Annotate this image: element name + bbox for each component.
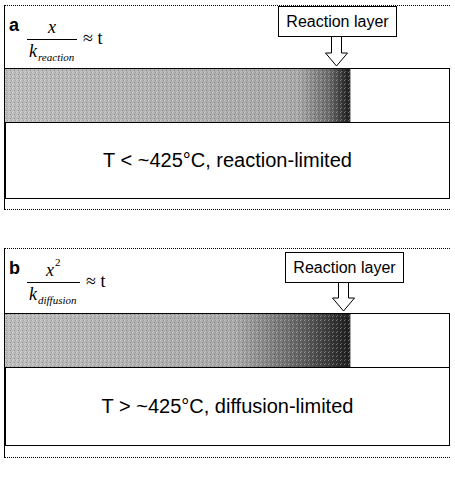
- formula-rel: ≈ t: [83, 29, 102, 47]
- panel-letter: a: [9, 16, 19, 34]
- callout-box: Reaction layer: [285, 252, 404, 283]
- grain-texture: [5, 69, 351, 123]
- figure-panel: a Reaction layer T < ~425°C, reaction-limi…: [4, 5, 450, 210]
- panel-letter: b: [9, 259, 20, 277]
- condition-text: T > ~425°C, diffusion-limited: [102, 395, 354, 418]
- formula-den: k: [29, 42, 37, 60]
- callout-arrow: [326, 36, 348, 66]
- callout-text: Reaction layer: [293, 259, 395, 277]
- callout-arrow: [333, 280, 355, 311]
- fraction-bar: [27, 282, 80, 283]
- formula-den: k: [29, 285, 37, 303]
- callout-box: Reaction layer: [278, 6, 397, 37]
- condition-box: T > ~425°C, diffusion-limited: [5, 368, 450, 446]
- callout-text: Reaction layer: [286, 13, 388, 31]
- formula-sup: 2: [55, 257, 61, 268]
- figure-panel: b Reaction layer T > ~425°C, diffusion-lim…: [4, 248, 450, 458]
- fraction-bar: [27, 39, 77, 40]
- bar-outline: [5, 69, 450, 123]
- formula-num: x: [46, 261, 54, 279]
- sample-bar: [5, 314, 450, 368]
- grain-texture: [5, 314, 351, 368]
- sample-bar: [5, 69, 450, 123]
- bar-outline: [5, 314, 450, 368]
- formula-num: x: [48, 18, 56, 36]
- formula-sub: reaction: [38, 52, 74, 63]
- condition-box: T < ~425°C, reaction-limited: [5, 123, 450, 199]
- condition-text: T < ~425°C, reaction-limited: [103, 149, 352, 172]
- formula-rel: ≈ t: [86, 272, 105, 290]
- formula-sub: diffusion: [38, 295, 77, 306]
